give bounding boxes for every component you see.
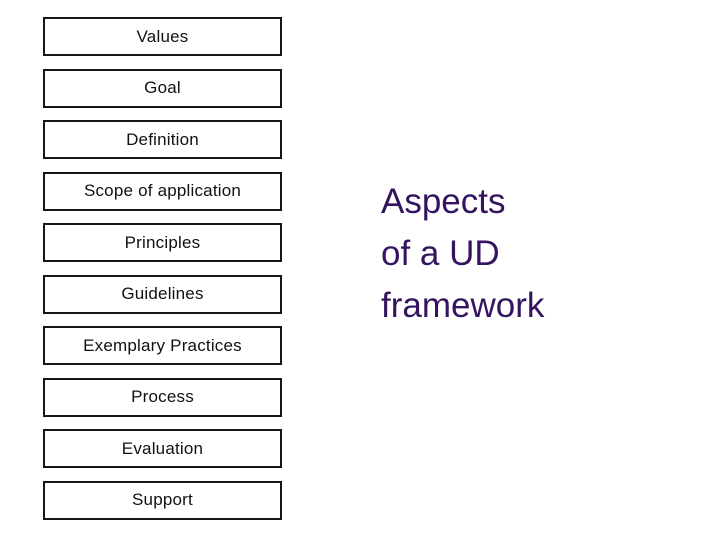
aspect-box-definition: Definition: [43, 120, 282, 159]
aspect-box-guidelines: Guidelines: [43, 274, 282, 314]
aspect-box-goal: Goal: [43, 68, 282, 108]
aspect-label-scope-of-application: Scope of application: [83, 181, 242, 200]
slide-title-line-1: Aspects: [381, 182, 506, 221]
aspect-box-process: Process: [43, 377, 282, 417]
aspect-box-scope-of-application: Scope of application: [43, 171, 282, 211]
aspect-label-values: Values: [136, 26, 189, 46]
aspect-box-evaluation: Evaluation: [43, 429, 282, 468]
aspect-label-support: Support: [132, 490, 193, 509]
ud-framework-aspect-list: Values Goal Definition Scope of applicat…: [43, 17, 282, 520]
aspect-label-process: Process: [131, 387, 194, 406]
aspect-box-principles: Principles: [43, 223, 282, 262]
aspect-label-principles: Principles: [124, 232, 201, 252]
aspect-box-values: Values: [43, 17, 282, 56]
slide-title-line-2: of a UD: [381, 234, 500, 273]
slide-title-line-3: framework: [381, 286, 545, 325]
aspect-box-support: Support: [43, 480, 282, 520]
aspect-label-guidelines: Guidelines: [121, 284, 204, 303]
aspect-label-definition: Definition: [126, 129, 199, 149]
aspect-label-exemplary-practices: Exemplary Practices: [83, 335, 242, 355]
aspect-box-exemplary-practices: Exemplary Practices: [43, 326, 282, 365]
aspect-label-goal: Goal: [144, 78, 181, 97]
aspect-label-evaluation: Evaluation: [121, 438, 204, 458]
slide-title: Aspects of a UD framework: [381, 176, 544, 332]
